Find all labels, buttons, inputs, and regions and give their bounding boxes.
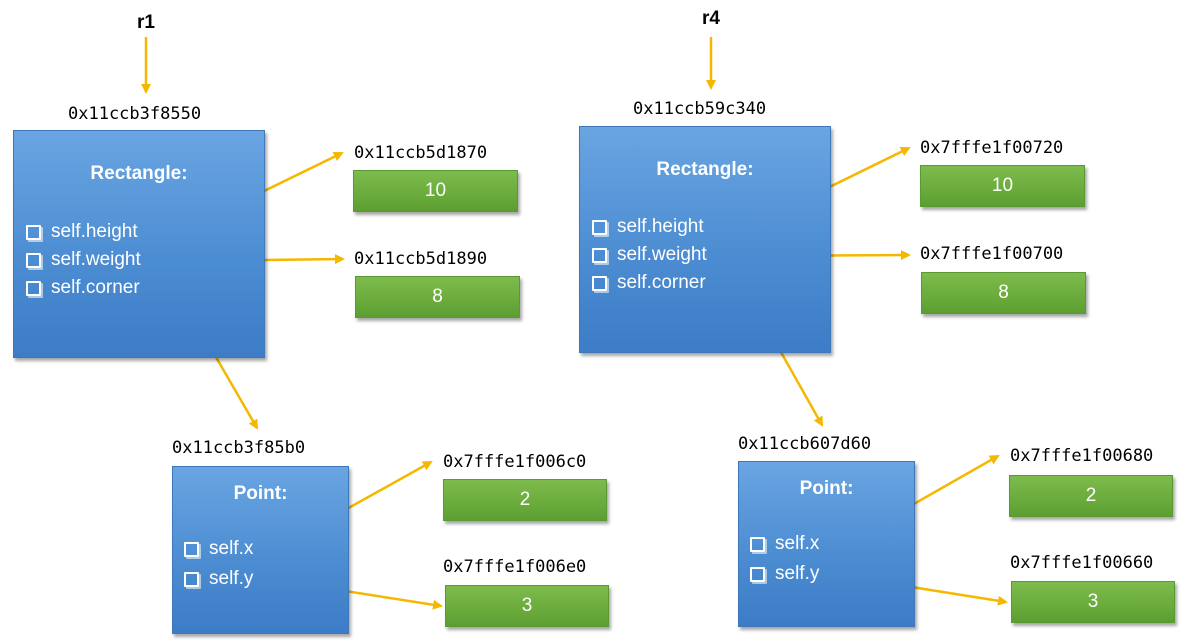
checkbox-icon xyxy=(592,275,607,291)
height-value-box: 10 xyxy=(353,170,518,212)
weight-value-address: 0x11ccb5d1890 xyxy=(354,249,488,269)
ref-label-r1: r1 xyxy=(137,12,155,33)
point-title: Point: xyxy=(799,478,854,499)
checkbox-icon xyxy=(26,224,41,240)
y-value-box: 3 xyxy=(445,585,609,627)
checkbox-icon xyxy=(750,566,765,582)
point-address: 0x11ccb3f85b0 xyxy=(172,438,306,458)
field-self-corner: self.corner xyxy=(592,272,706,294)
field-label: self.x xyxy=(209,538,254,559)
x-value-address: 0x7fffe1f00680 xyxy=(1010,446,1154,466)
weight-value-address: 0x7fffe1f00700 xyxy=(920,244,1064,264)
point-title: Point: xyxy=(233,483,288,504)
field-self-corner: self.corner xyxy=(26,277,140,299)
y-value-box: 3 xyxy=(1011,581,1175,623)
weight-value-box: 8 xyxy=(355,276,520,318)
point-address: 0x11ccb607d60 xyxy=(738,434,872,454)
field-self-x: self.x xyxy=(750,533,819,555)
checkbox-icon xyxy=(26,252,41,268)
field-self-x: self.x xyxy=(184,538,253,560)
height-value-box: 10 xyxy=(920,165,1085,207)
field-label: self.y xyxy=(775,563,820,584)
x-value-box: 2 xyxy=(443,479,607,521)
rectangle-object: Rectangle: self.height self.weight self.… xyxy=(13,130,265,358)
x-value-box: 2 xyxy=(1009,475,1173,517)
weight-value-box: 8 xyxy=(921,272,1086,314)
height-value-address: 0x7fffe1f00720 xyxy=(920,138,1064,158)
field-label: self.weight xyxy=(51,249,141,270)
field-label: self.height xyxy=(51,221,138,242)
checkbox-icon xyxy=(184,541,199,557)
field-label: self.height xyxy=(617,216,704,237)
point-object: Point: self.x self.y xyxy=(172,466,349,634)
checkbox-icon xyxy=(184,571,199,587)
ref-label-r4: r4 xyxy=(702,8,720,29)
x-value-address: 0x7fffe1f006c0 xyxy=(443,452,587,472)
y-value-address: 0x7fffe1f00660 xyxy=(1010,553,1154,573)
field-label: self.y xyxy=(209,568,254,589)
height-value-address: 0x11ccb5d1870 xyxy=(354,143,488,163)
field-self-height: self.height xyxy=(592,216,704,238)
rectangle-address: 0x11ccb59c340 xyxy=(633,99,767,119)
rectangle-object: Rectangle: self.height self.weight self.… xyxy=(579,126,831,353)
field-self-height: self.height xyxy=(26,221,138,243)
field-self-y: self.y xyxy=(750,563,819,585)
checkbox-icon xyxy=(750,536,765,552)
field-label: self.x xyxy=(775,533,820,554)
field-self-y: self.y xyxy=(184,568,253,590)
checkbox-icon xyxy=(592,219,607,235)
field-label: self.weight xyxy=(617,244,707,265)
field-self-weight: self.weight xyxy=(26,249,141,271)
checkbox-icon xyxy=(592,247,607,263)
rectangle-address: 0x11ccb3f8550 xyxy=(68,104,202,124)
field-label: self.corner xyxy=(51,277,140,298)
checkbox-icon xyxy=(26,280,41,296)
field-self-weight: self.weight xyxy=(592,244,707,266)
rectangle-title: Rectangle: xyxy=(90,163,188,184)
point-object: Point: self.x self.y xyxy=(738,461,915,627)
rectangle-title: Rectangle: xyxy=(656,159,754,180)
field-label: self.corner xyxy=(617,272,706,293)
y-value-address: 0x7fffe1f006e0 xyxy=(443,557,587,577)
